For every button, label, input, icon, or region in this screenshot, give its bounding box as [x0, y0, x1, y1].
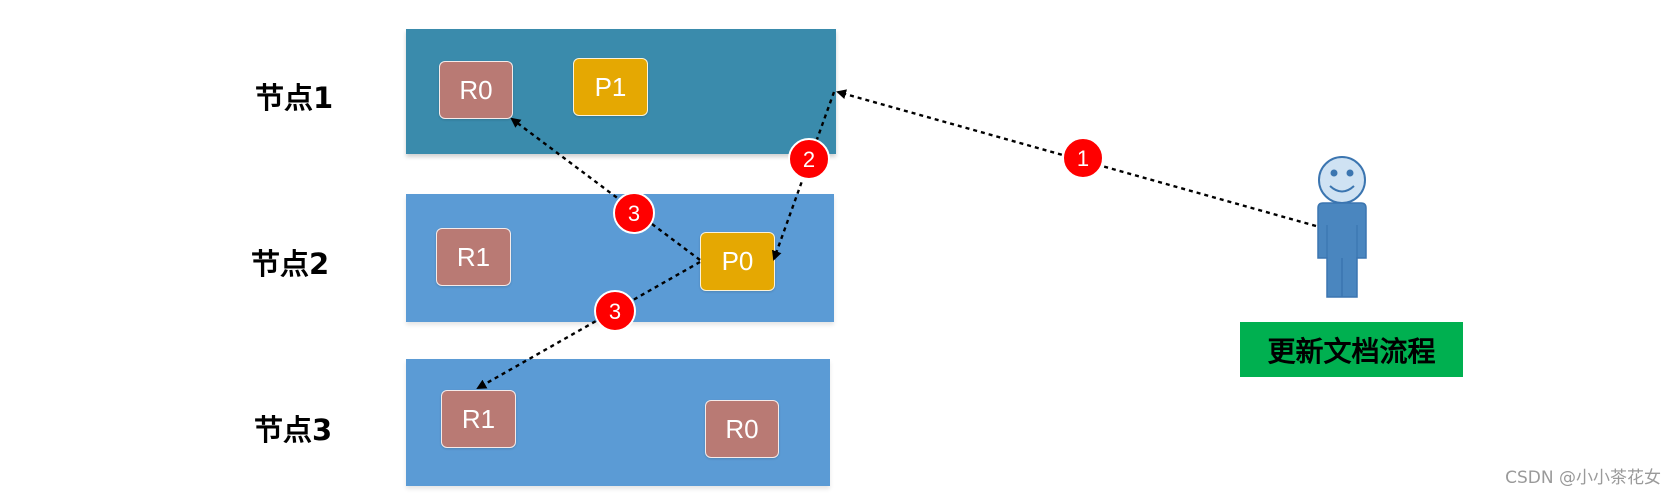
step-badge-3b: 3: [594, 290, 636, 332]
watermark: CSDN @小小茶花女: [1505, 468, 1661, 488]
shard-p1-node1: P1: [573, 58, 648, 116]
arrow-p0-to-r0: [510, 117, 701, 261]
shard-r0-node1: R0: [439, 61, 513, 119]
shard-r0-node3: R0: [705, 400, 779, 458]
shard-r1-node2: R1: [436, 228, 511, 286]
user-figure-icon: [1317, 156, 1367, 298]
node-label-1: 节点1: [255, 81, 334, 115]
step-badge-3a: 3: [613, 192, 655, 234]
shard-r1-node3: R1: [441, 390, 516, 448]
arrow-p0-to-r1: [476, 260, 701, 390]
node-label-3: 节点3: [254, 413, 333, 447]
step-badge-1: 1: [1062, 137, 1104, 179]
flow-title-badge: 更新文档流程: [1240, 322, 1463, 377]
step-badge-3a-label: 3: [628, 201, 640, 226]
step-badge-2-label: 2: [803, 147, 815, 172]
step-badge-3b-label: 3: [609, 299, 621, 324]
shard-p0-node2: P0: [700, 232, 775, 291]
node-label-2: 节点2: [251, 247, 330, 281]
step-badge-1-label: 1: [1077, 146, 1089, 171]
step-badge-2: 2: [788, 138, 830, 180]
